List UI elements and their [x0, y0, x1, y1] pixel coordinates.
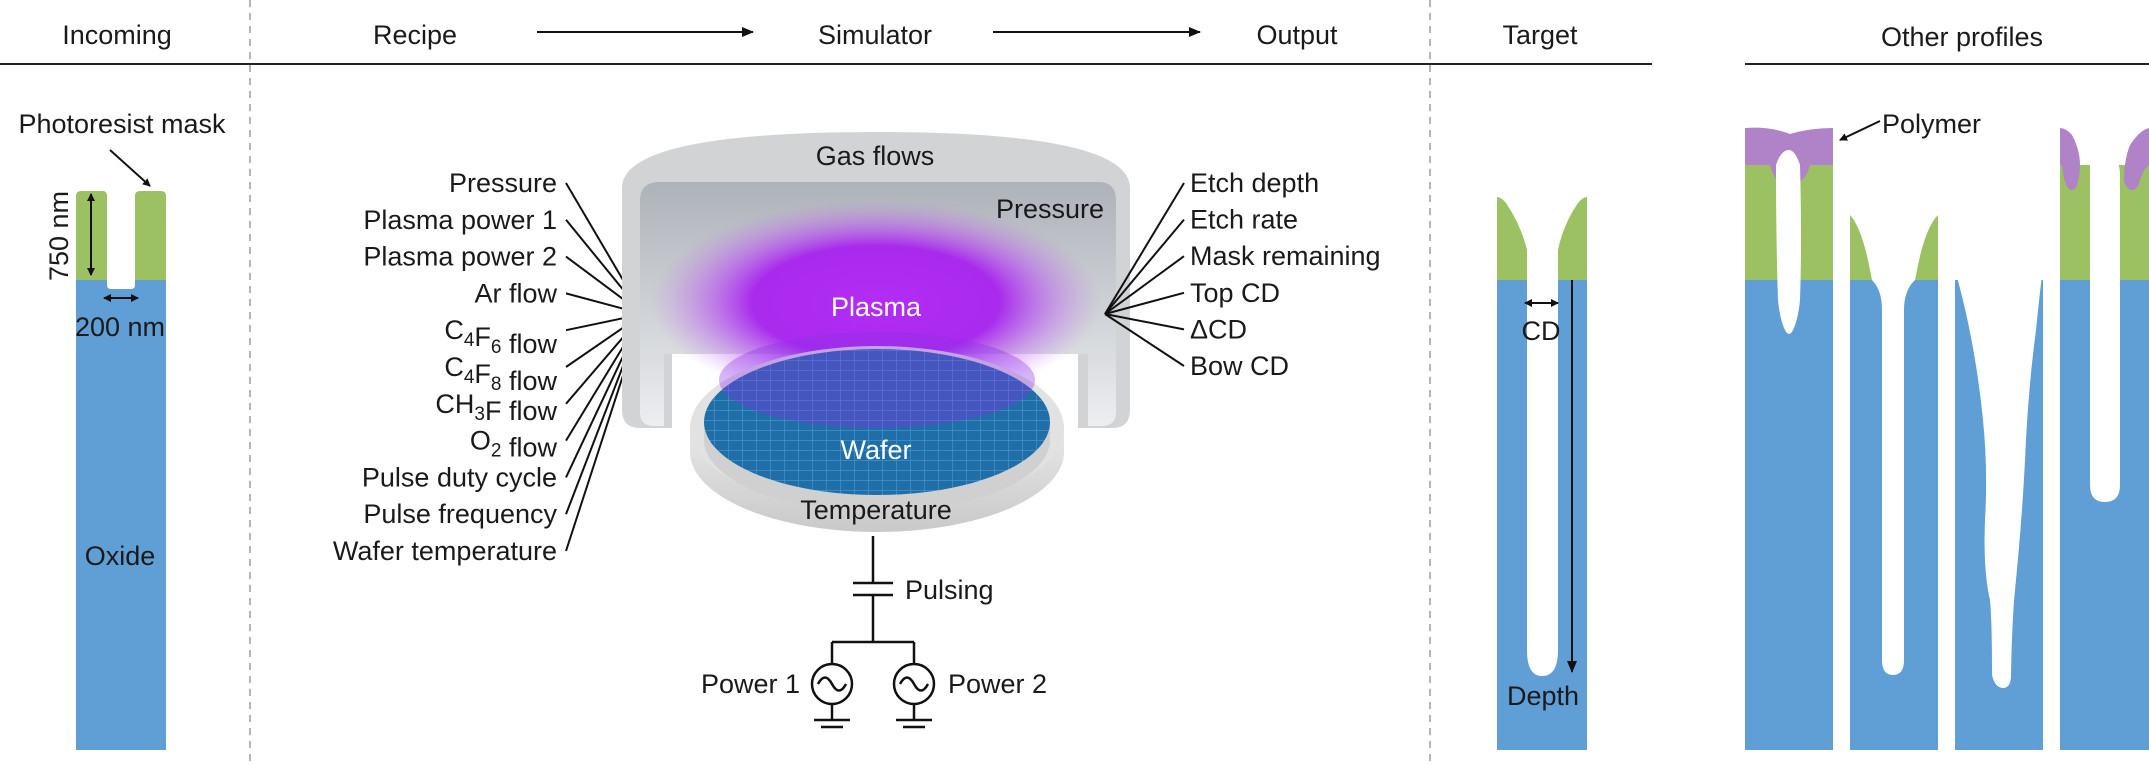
header-target: Target [1502, 20, 1578, 50]
wafer-surface [704, 349, 1050, 495]
oxide-label: Oxide [85, 541, 156, 571]
power2-label: Power 2 [948, 669, 1047, 699]
recipe-input-label: Plasma power 2 [363, 242, 557, 272]
rf-circuit [810, 536, 936, 729]
header-other-profiles: Other profiles [1881, 22, 2043, 52]
other-profiles: Polymer [1745, 109, 2149, 750]
output-connector-lines [1104, 182, 1185, 367]
depth-label: Depth [1507, 681, 1579, 711]
cd-label: CD [1522, 316, 1561, 346]
output-connector-line [1104, 255, 1185, 315]
plasma-label: Plasma [831, 292, 922, 322]
target-mask-left [1497, 197, 1527, 280]
target-mask-right [1558, 197, 1587, 280]
output-connector-line [1104, 313, 1185, 367]
mask-opening [107, 280, 135, 289]
photoresist-mask-label: Photoresist mask [18, 109, 226, 139]
plasma-cloud [651, 200, 1101, 404]
chamber-pressure-label: Pressure [996, 194, 1104, 224]
incoming-stack: Photoresist mask 750 nm 200 nm Oxide [18, 109, 226, 750]
profile-4-trench [2090, 157, 2120, 503]
output-label: Etch depth [1190, 168, 1319, 198]
profile-3-trench [1955, 268, 2043, 688]
plasma-glow-on-wafer [719, 332, 1035, 428]
profile-bowed [1955, 268, 2043, 750]
recipe-input-label: Wafer temperature [333, 536, 557, 566]
profile-2-mask-left [1850, 215, 1872, 280]
width-label: 200 nm [75, 312, 165, 342]
pulsing-label: Pulsing [905, 575, 994, 605]
header-row: Incoming Recipe Simulator Output Target … [0, 20, 2149, 65]
oxide-layer [76, 280, 166, 750]
profile-1-oxide [1745, 280, 1833, 750]
recipe-input-label: Pressure [449, 168, 557, 198]
plasma-chamber: Gas flows Pressure Plasma Wafer Temperat… [622, 132, 1130, 532]
polymer-label: Polymer [1882, 109, 1981, 139]
output-connector-line [1104, 291, 1185, 315]
header-output: Output [1256, 20, 1338, 50]
mask-pointer [109, 149, 151, 187]
profile-1-trench [1776, 150, 1801, 334]
profile-2-mask-right [1915, 215, 1938, 280]
recipe-input-label: Pulse duty cycle [362, 462, 557, 492]
output-label: Top CD [1190, 278, 1280, 308]
header-incoming: Incoming [62, 20, 172, 50]
header-recipe: Recipe [373, 20, 457, 50]
recipe-input-label: Plasma power 1 [363, 205, 557, 235]
recipe-input-label: Ar flow [474, 278, 557, 308]
temperature-label: Temperature [800, 495, 952, 525]
target-profile: CD Depth [1497, 197, 1587, 750]
output-label: Bow CD [1190, 351, 1289, 381]
output-connector-line [1104, 218, 1185, 315]
recipe-input-label: O2 flow [470, 426, 558, 463]
recipe-input-label: CH3F flow [435, 389, 557, 426]
output-connector-line [1104, 313, 1185, 331]
polymer-pointer [1839, 120, 1881, 141]
profile-clipped [2060, 128, 2149, 750]
profile-4-polymer-right [2124, 128, 2149, 190]
output-connector-line [1104, 182, 1185, 315]
profile-polymer: Polymer [1745, 109, 1981, 750]
header-simulator: Simulator [818, 20, 932, 50]
sine-wave-2-icon [898, 676, 930, 692]
output-label: Mask remaining [1190, 241, 1381, 271]
recipe-input-label: Pulse frequency [363, 499, 557, 529]
recipe-input-label: C4F6 flow [444, 315, 557, 359]
power1-label: Power 1 [701, 669, 800, 699]
profile-4-polymer-left [2060, 128, 2080, 190]
sine-wave-1-icon [816, 676, 848, 692]
profile-2-trench [1872, 280, 1915, 675]
mask-right [135, 191, 166, 280]
height-label: 750 nm [44, 191, 74, 281]
output-label: Etch rate [1190, 205, 1298, 235]
output-label: ΔCD [1190, 314, 1247, 344]
profile-narrow [1850, 215, 1938, 750]
recipe-input-label: C4F8 flow [444, 352, 557, 396]
target-trench [1527, 250, 1558, 676]
gas-flows-label: Gas flows [816, 141, 935, 171]
wafer-label: Wafer [840, 435, 911, 465]
